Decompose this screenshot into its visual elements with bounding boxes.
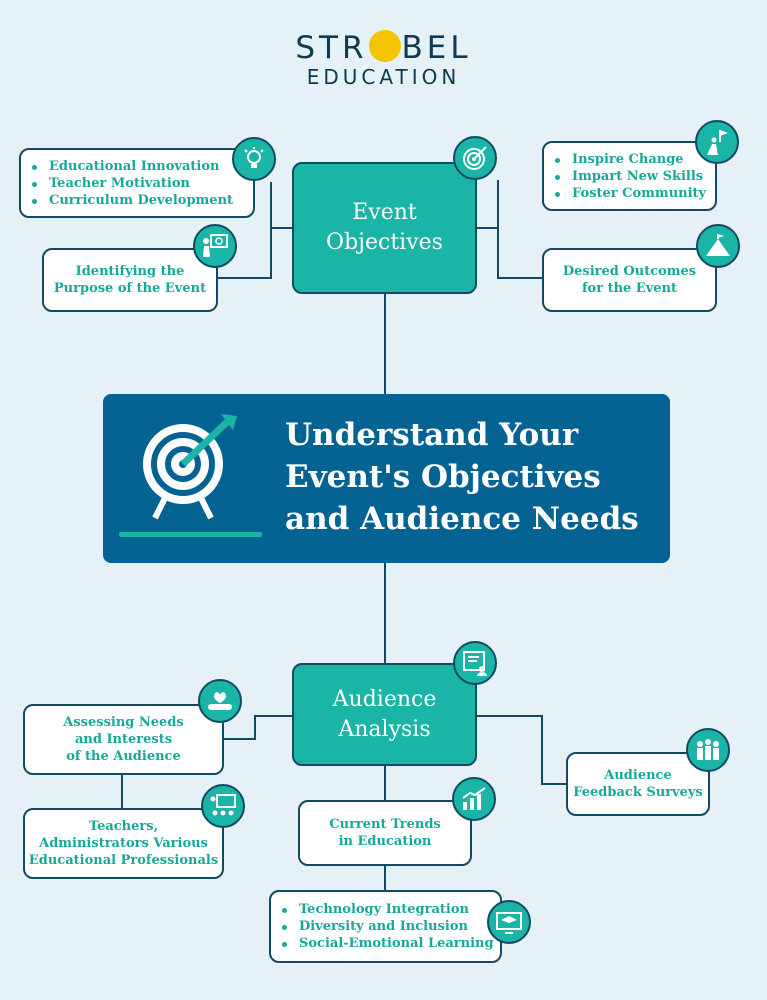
box-line: Current Trends (329, 817, 441, 832)
event-objectives-line1: Event (352, 200, 417, 225)
audience-analysis-line2: Analysis (338, 716, 431, 742)
assessing-needs-box: Assessing Needs and Interests of the Audie… (23, 704, 224, 775)
focus-areas-box: Educational Innovation Teacher Motivatio… (19, 148, 255, 218)
logo-subtitle: EDUCATION (306, 65, 461, 89)
title-line2: Event's Objectives (285, 459, 601, 495)
mountain-flag-icon (696, 224, 740, 268)
classroom-icon (201, 784, 245, 828)
main-title-panel: Understand Your Event's Objectives and A… (103, 394, 670, 563)
box-line: of the Audience (66, 749, 181, 764)
event-objectives-line2: Objectives (326, 230, 443, 255)
list-item: Impart New Skills (555, 168, 715, 185)
logo-text-left: STR (295, 30, 368, 66)
list-item: Social-Emotional Learning (282, 935, 500, 952)
presentation-target-icon (193, 224, 237, 268)
logo-text-right: BEL (401, 30, 472, 66)
sun-icon (368, 30, 401, 62)
box-line: Teachers, (88, 819, 159, 834)
team-celebrate-icon (686, 728, 730, 772)
list-item: Inspire Change (555, 151, 715, 168)
title-line1: Understand Your (285, 417, 579, 453)
box-line: Purpose of the Event (53, 281, 207, 296)
strobel-logo: STR BEL EDUCATION (0, 30, 767, 89)
title-line3: and Audience Needs (285, 501, 639, 537)
handshake-heart-icon (198, 679, 242, 723)
goals-box: Inspire Change Impart New Skills Foster … (542, 141, 717, 211)
box-line: Desired Outcomes (562, 264, 697, 279)
box-line: for the Event (581, 281, 678, 296)
box-line: Assessing Needs (63, 715, 184, 730)
box-line: Educational Professionals (28, 853, 219, 868)
list-item: Diversity and Inclusion (282, 918, 500, 935)
accent-bar (119, 532, 262, 537)
box-line: in Education (338, 834, 432, 849)
box-line: Audience (604, 768, 672, 783)
growth-chart-icon (452, 777, 496, 821)
list-item: Technology Integration (282, 901, 500, 918)
climber-flag-icon (695, 120, 739, 164)
box-line: and Interests (74, 732, 173, 747)
target-icon (453, 136, 497, 180)
checklist-user-icon (453, 641, 497, 685)
list-item: Foster Community (555, 185, 715, 202)
box-line: Identifying the (75, 264, 185, 279)
list-item: Educational Innovation (32, 158, 253, 175)
list-item: Teacher Motivation (32, 175, 253, 192)
list-item: Curriculum Development (32, 192, 253, 209)
box-line: Administrators Various (39, 836, 208, 851)
trends-list-box: Technology Integration Diversity and Inc… (269, 890, 502, 963)
current-trends-box: Current Trends in Education (298, 800, 472, 866)
box-line: Feedback Surveys (573, 785, 703, 800)
target-arrow-icon (143, 414, 237, 520)
audience-analysis-line1: Audience (332, 686, 437, 712)
graduation-screen-icon (487, 900, 531, 944)
page-title: Understand Your Event's Objectives and A… (285, 414, 639, 540)
lightbulb-icon (232, 137, 276, 181)
desired-outcomes-box: Desired Outcomes for the Event (542, 248, 717, 312)
